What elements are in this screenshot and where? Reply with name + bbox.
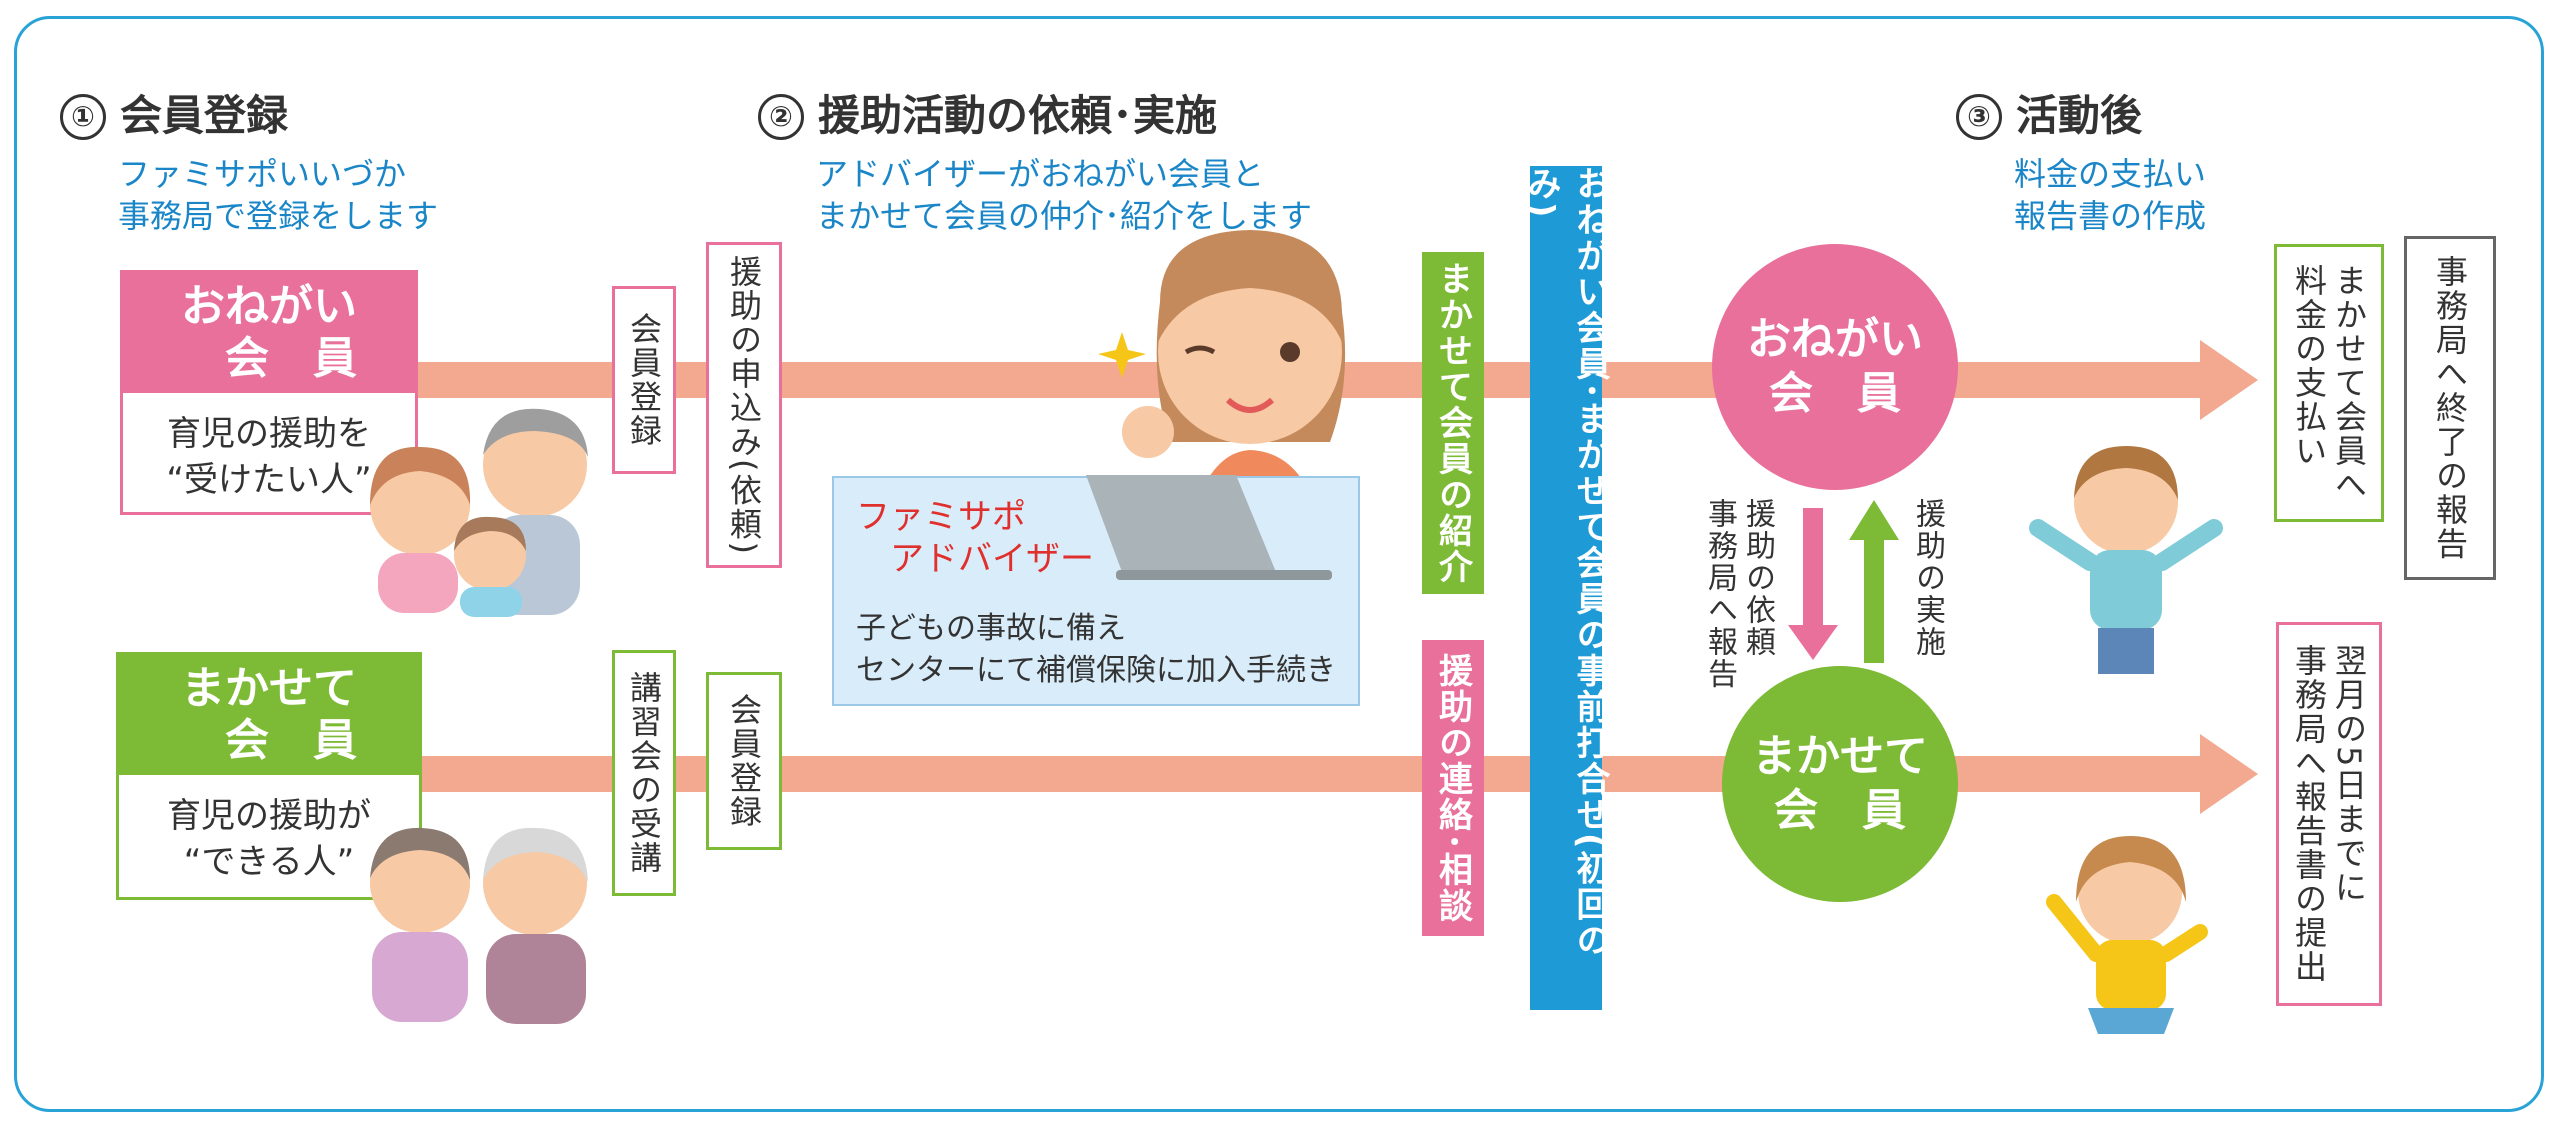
step-2-sub-line-2: まかせて会員の仲介･紹介をします — [816, 197, 1313, 235]
step-1-sub-line-1: ファミサポいいづか — [118, 155, 407, 193]
step-3: ③ 活動後 料金の支払い 報告書の作成 — [1956, 82, 2206, 237]
step-1-number: ① — [60, 94, 106, 140]
step-3-sub-line-2: 報告書の作成 — [2014, 197, 2207, 235]
makasete-member-title: まかせて 会 員 — [119, 655, 419, 775]
step-1-title: ① 会員登録 — [60, 82, 438, 143]
down-arrow — [1788, 508, 1838, 660]
grandparents-illustration — [370, 827, 588, 1024]
request-report-label: 援助の依頼 事務局へ報告 — [1702, 498, 1775, 690]
makasete-course-label: 講習会の受講 — [612, 650, 676, 896]
step-2-number: ② — [758, 94, 804, 140]
advisor-note: 子どもの事故に備え センターにて補償保険に加入手続き — [856, 611, 1336, 688]
up-arrow — [1849, 500, 1899, 663]
parent-child-illustration — [370, 408, 588, 617]
step-2-title: ② 援助活動の依頼･実施 — [758, 82, 1312, 143]
introduce-band: まかせて会員の紹介 — [1422, 252, 1484, 594]
makasete-member-desc: 育児の援助が “できる人” — [167, 796, 371, 882]
advisor-name: ファミサポ アドバイザー — [856, 497, 1094, 579]
onegai-member-title: おねがい 会 員 — [123, 273, 415, 393]
makasete-register-label: 会員登録 — [706, 672, 782, 850]
advisor-panel: ファミサポ アドバイザー 子どもの事故に備え センターにて補償保険に加入手続き — [832, 476, 1360, 706]
step-2-title-text: 援助活動の依頼･実施 — [818, 91, 1218, 140]
step-3-number: ③ — [1956, 94, 2002, 140]
step-1-sub-line-2: 事務局で登録をします — [118, 197, 439, 235]
onegai-apply-label: 援助の申込み(依頼) — [706, 242, 782, 568]
step-2-sub-line-1: アドバイザーがおねがい会員と — [816, 155, 1265, 193]
step-3-title-text: 活動後 — [2016, 91, 2143, 140]
step-3-sub-line-1: 料金の支払い — [2014, 155, 2207, 193]
step-2: ② 援助活動の依頼･実施 アドバイザーがおねがい会員と まかせて会員の仲介･紹介を… — [758, 82, 1312, 237]
boy-illustration — [2029, 446, 2223, 674]
support-done-label: 援助の実施 — [1910, 498, 1945, 658]
end-report-label: 事務局へ終了の報告 — [2404, 236, 2496, 580]
onegai-member-desc: 育児の援助を “受けたい人” — [166, 414, 372, 500]
onegai-register-label: 会員登録 — [612, 286, 676, 474]
laptop-icon — [1086, 475, 1332, 580]
onegai-circle: おねがい 会 員 — [1712, 244, 1958, 490]
step-1-title-text: 会員登録 — [120, 91, 289, 140]
step-3-title: ③ 活動後 — [1956, 82, 2206, 143]
makasete-flow-arrow — [410, 734, 2258, 814]
payment-label: まかせて会員へ 料金の支払い — [2274, 244, 2384, 522]
makasete-member-box: まかせて 会 員 育児の援助が “できる人” — [116, 652, 422, 900]
makasete-circle: まかせて 会 員 — [1722, 666, 1958, 902]
premeeting-band: おねがい会員･まかせて会員の事前打合せ(初回のみ) — [1521, 166, 1610, 1010]
contact-band: 援助の連絡･相談 — [1422, 640, 1484, 936]
onegai-member-box: おねがい 会 員 育児の援助を “受けたい人” — [120, 270, 418, 515]
monthly-report-label: 翌月の5日までに 事務局へ報告書の提出 — [2276, 622, 2382, 1006]
girl-illustration — [2046, 836, 2208, 1034]
step-1: ① 会員登録 ファミサポいいづか 事務局で登録をします — [60, 82, 438, 237]
